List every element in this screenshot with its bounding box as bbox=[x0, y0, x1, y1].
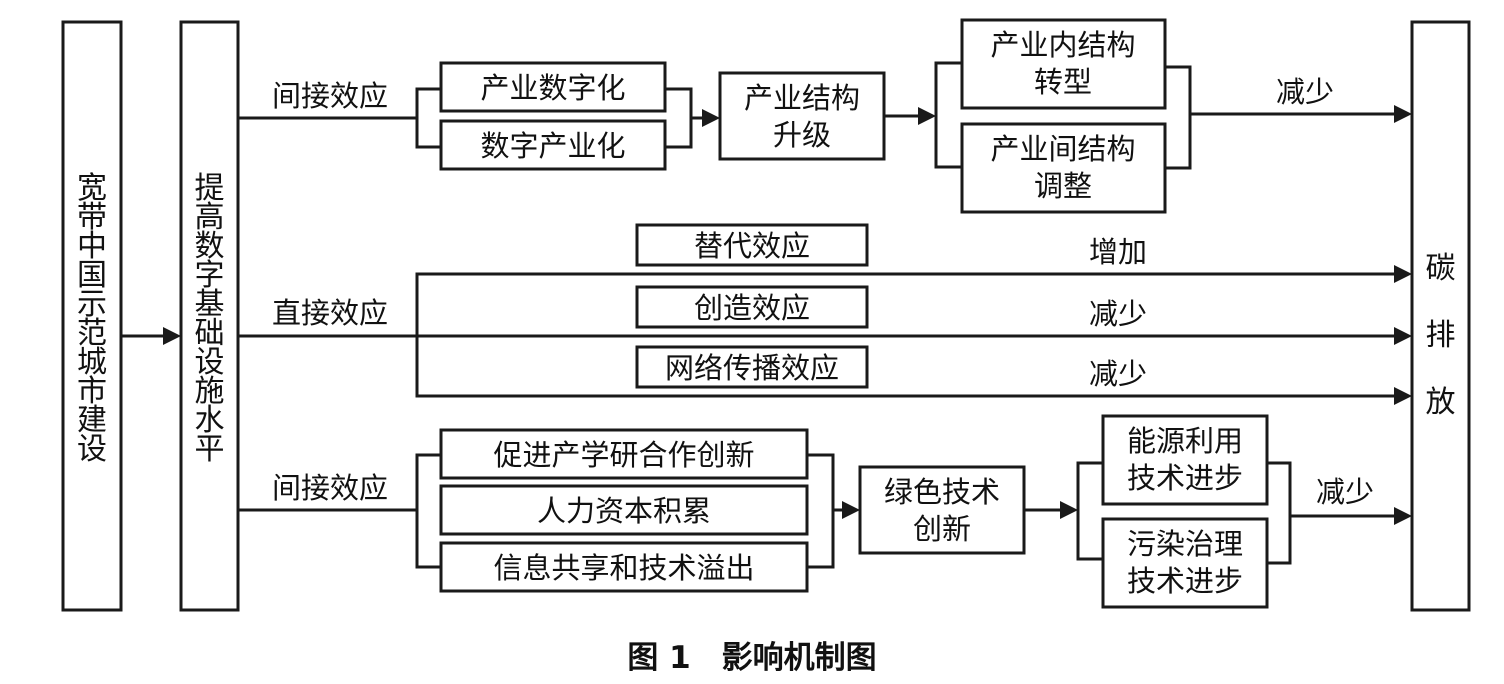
structure-upgrade-line2: 升级 bbox=[773, 118, 831, 152]
industry-digitization-box bbox=[439, 61, 667, 113]
direct-branch-lines bbox=[415, 272, 1396, 398]
arrow-to-structure-upgrade-head bbox=[702, 109, 720, 127]
bottom-result-arrow-head bbox=[1394, 507, 1412, 525]
carbon-emission-label: 碳排放 bbox=[1426, 251, 1456, 420]
pollution-tech-line1: 污染治理 bbox=[1127, 527, 1243, 561]
arrow-to-outputs-head bbox=[918, 107, 936, 125]
industry-digitization-label: 产业数字化 bbox=[480, 71, 625, 105]
bottom-left-bracket bbox=[415, 453, 441, 569]
creation-effect-label: 创造效应 bbox=[694, 291, 810, 325]
bottom-result-label: 减少 bbox=[1316, 475, 1374, 509]
structure-upgrade-line1: 产业结构 bbox=[744, 81, 860, 115]
arrow-city-to-infra-head bbox=[163, 327, 181, 345]
arrow-to-tech-outputs-head bbox=[1060, 501, 1078, 519]
energy-tech-line1: 能源利用 bbox=[1127, 424, 1243, 458]
top-output-left-bracket bbox=[934, 61, 962, 169]
substitution-effect-box bbox=[635, 223, 869, 267]
digital-infra-box: 提高数字基础设施水平 bbox=[179, 20, 240, 612]
collab-innovation-label: 促进产学研合作创新 bbox=[493, 438, 754, 472]
pollution-tech-box bbox=[1101, 517, 1269, 609]
direct-bottom-arrow-head bbox=[1394, 387, 1412, 405]
network-effect-box bbox=[635, 345, 869, 389]
demo-city-box: 宽带中国示范城市建设 bbox=[61, 20, 123, 612]
indirect-effect-bottom-label: 间接效应 bbox=[272, 471, 388, 505]
top-result-label: 减少 bbox=[1276, 75, 1334, 109]
intra-industry-line2: 转型 bbox=[1034, 65, 1092, 99]
digital-industrialization-box bbox=[439, 119, 667, 171]
demo-city-label: 宽带中国示范城市建设 bbox=[77, 171, 107, 467]
energy-tech-line2: 技术进步 bbox=[1127, 461, 1243, 495]
info-sharing-label: 信息共享和技术溢出 bbox=[493, 551, 754, 585]
top-result-arrow-head bbox=[1394, 105, 1412, 123]
bottom-output-left-bracket bbox=[1076, 461, 1103, 561]
intra-industry-box bbox=[960, 18, 1167, 110]
inter-industry-line1: 产业间结构 bbox=[990, 132, 1135, 166]
structure-upgrade-box bbox=[718, 71, 886, 161]
indirect-effect-top-label: 间接效应 bbox=[272, 79, 388, 113]
digital-infra-label: 提高数字基础设施水平 bbox=[195, 171, 225, 467]
inter-industry-line2: 调整 bbox=[1034, 169, 1092, 203]
substitution-effect-label: 替代效应 bbox=[694, 229, 810, 263]
human-capital-box bbox=[439, 484, 809, 536]
carbon-emission-box: 碳排放 bbox=[1410, 20, 1471, 612]
digital-industrialization-label: 数字产业化 bbox=[480, 129, 625, 163]
top-left-bracket bbox=[415, 87, 441, 149]
direct-result-decrease-2: 减少 bbox=[1089, 357, 1147, 391]
direct-result-increase: 增加 bbox=[1089, 235, 1147, 269]
info-sharing-box bbox=[439, 541, 809, 593]
bottom-output-right-bracket bbox=[1267, 461, 1292, 565]
direct-effect-label: 直接效应 bbox=[272, 296, 388, 330]
green-tech-line2: 创新 bbox=[913, 512, 971, 546]
human-capital-label: 人力资本积累 bbox=[537, 494, 711, 528]
direct-result-decrease-1: 减少 bbox=[1089, 297, 1147, 331]
network-effect-label: 网络传播效应 bbox=[665, 351, 839, 385]
pollution-tech-line2: 技术进步 bbox=[1127, 564, 1243, 598]
direct-top-arrow-head bbox=[1394, 265, 1412, 283]
arrow-to-green-tech-head bbox=[842, 501, 860, 519]
figure-caption: 图 1 影响机制图 bbox=[627, 640, 876, 676]
energy-tech-box bbox=[1101, 414, 1269, 506]
creation-effect-box bbox=[635, 285, 869, 329]
collab-innovation-box bbox=[439, 428, 809, 480]
top-right-bracket bbox=[665, 87, 693, 149]
bottom-right-bracket bbox=[807, 453, 835, 569]
green-tech-line1: 绿色技术 bbox=[884, 475, 1000, 509]
direct-main-arrow-head bbox=[1394, 327, 1412, 345]
top-output-right-bracket bbox=[1165, 65, 1192, 170]
intra-industry-line1: 产业内结构 bbox=[990, 28, 1135, 62]
